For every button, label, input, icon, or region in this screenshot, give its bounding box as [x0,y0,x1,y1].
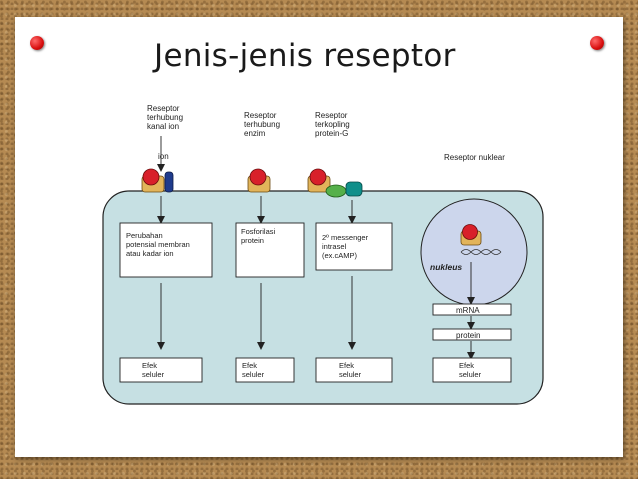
svg-text:Fosforilasi protein: Fosforilasi protein [241,227,277,245]
nuclear-receptor-icon [460,224,482,246]
box-final-effect-3 [315,357,393,383]
svg-text:protein: protein [456,331,480,340]
svg-text:2º messenger intrasel: 2º messenger intrasel (ex.cAMP) [322,233,370,260]
dna-helix-icon [460,249,502,255]
box-final-effect-2 [235,357,295,383]
box-protein [432,328,512,341]
enzyme-receptor-icon [247,168,271,193]
box-mrna [432,303,512,316]
label-ion-channel-receptor: Reseptor terhubung kanal ion [147,104,185,131]
nucleus [420,198,528,306]
label-enzyme-receptor: Reseptor terhubung enzim [244,111,282,138]
label-g-protein-receptor: Reseptor terkopling protein-G [315,111,352,138]
pushpin-left-icon [30,36,44,50]
box-g-protein-effect [315,222,393,271]
pushpin-right-icon [590,36,604,50]
label-nuclear-receptor: Reseptor nuklear [444,153,505,162]
box-final-effect-1 [119,357,203,383]
g-protein-receptor-icon [307,168,363,198]
slide-title: Jenis-jenis reseptor [154,38,456,74]
svg-text:Perubahan potensial membra: Perubahan potensial membran atau kadar i… [126,231,192,258]
label-ion: ion [158,152,169,161]
box-enzyme-effect [235,222,305,278]
ion-channel-receptor-icon [141,168,174,193]
box-final-effect-4 [432,357,512,383]
svg-text:mRNA: mRNA [456,306,480,315]
label-nucleus: nukleus [430,262,462,272]
box-ion-effect [119,222,213,278]
